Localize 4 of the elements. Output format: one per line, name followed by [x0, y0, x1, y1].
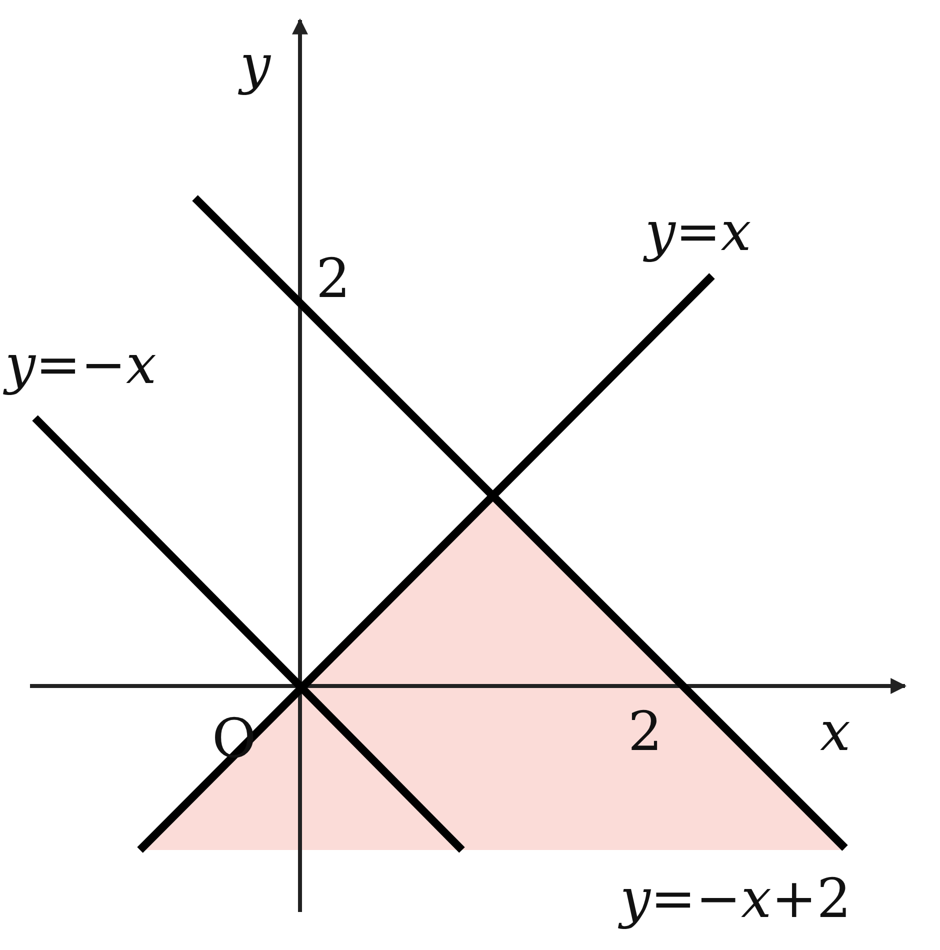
tick-label: 2 — [316, 252, 350, 306]
tick-label: 2 — [628, 705, 662, 759]
origin-label: O — [212, 712, 256, 766]
axis-label: x — [820, 705, 850, 759]
